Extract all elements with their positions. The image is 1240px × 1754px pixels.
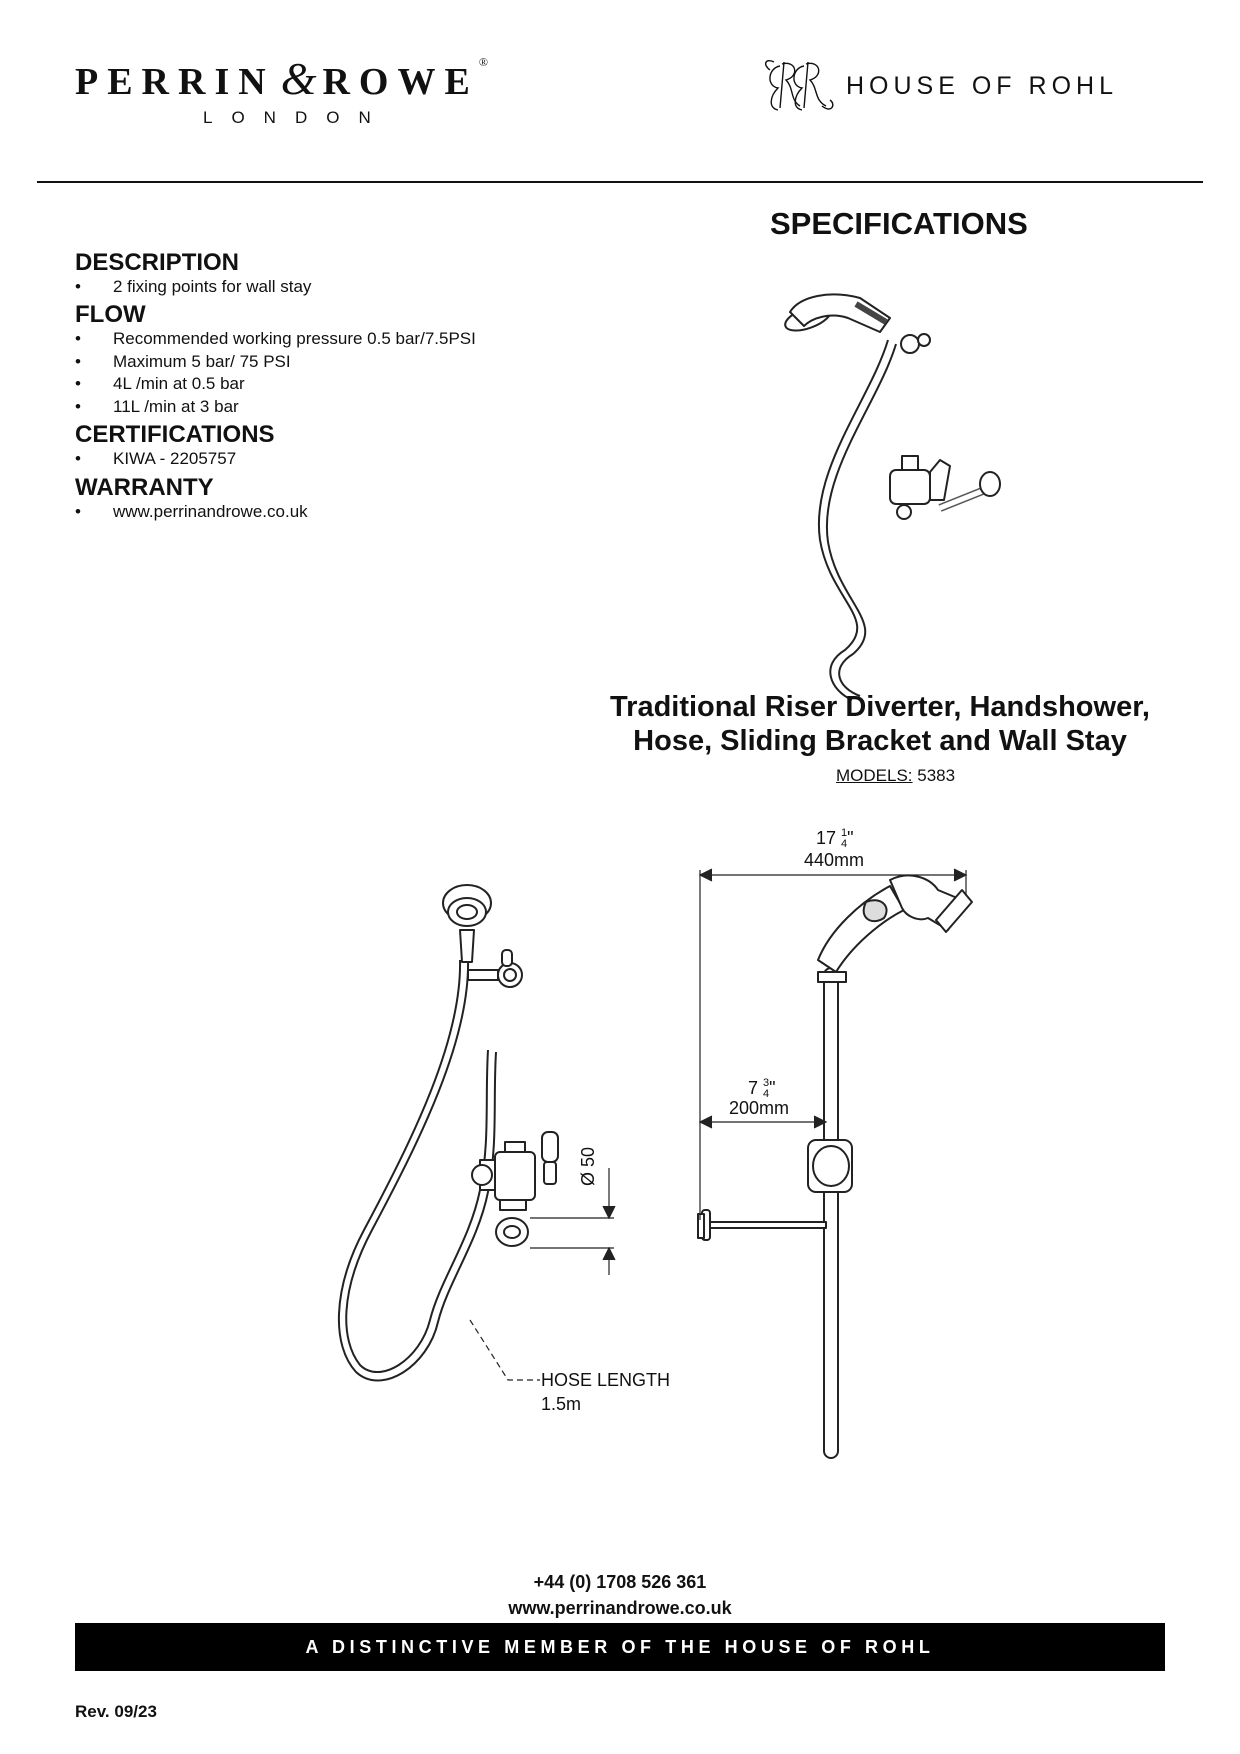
revision-label: Rev. 09/23 [75,1702,157,1721]
parent-brand: HOUSE OF ROHL [846,72,1118,100]
flow-list: Recommended working pressure 0.5 bar/7.5… [75,328,476,418]
width-inch-whole: 17 [816,828,837,848]
stay-inch-fraction: 3 4 [763,1078,769,1100]
models-line: MODELS: 5383 [836,766,955,786]
section-heading-flow: FLOW [75,301,146,328]
list-item: 11L /min at 3 bar [75,396,476,419]
warranty-list: www.perrinandrowe.co.uk [75,501,308,524]
stay-dimension-inches: 7 3 4 " [748,1078,776,1100]
contact-phone: +44 (0) 1708 526 361 [533,1572,707,1592]
width-dimension-inches: 17 1 4 " [816,828,854,850]
list-item: www.perrinandrowe.co.uk [75,501,308,524]
brand-name-rowe: ROWE [322,61,479,103]
rohl-monogram-icon [764,60,834,111]
hose-length-value: 1.5m [541,1394,582,1414]
product-title-line-1: Traditional Riser Diverter, Handshower, [610,691,1150,723]
section-heading-warranty: WARRANTY [75,474,214,501]
description-list: 2 fixing points for wall stay [75,276,311,299]
specifications-title: SPECIFICATIONS [770,206,1028,241]
list-item: 2 fixing points for wall stay [75,276,311,299]
registered-mark: ® [478,55,488,69]
section-heading-certifications: CERTIFICATIONS [75,421,275,448]
brand-name-perrin: PERRIN [75,61,275,103]
stay-inch-numerator: 3 [763,1077,770,1090]
width-inch-numerator: 1 [841,827,848,840]
stay-inch-whole: 7 [748,1078,759,1098]
models-label: MODELS: [836,766,913,785]
product-title: Traditional Riser Diverter, Handshower, … [560,690,1200,758]
list-item: Recommended working pressure 0.5 bar/7.5… [75,328,476,351]
width-inch-denominator: 4 [841,838,848,851]
section-heading-description: DESCRIPTION [75,249,240,276]
contact-website[interactable]: www.perrinandrowe.co.uk [508,1598,732,1618]
hose-length-label: HOSE LENGTH [541,1370,671,1390]
brand-logo-wordmark: PERRIN&ROWE® [75,52,488,105]
width-inch-fraction: 1 4 [841,828,847,850]
brand-ampersand: & [280,53,317,104]
width-dimension-mm: 440mm [804,850,865,870]
width-inch-mark: " [847,828,854,848]
list-item: 4L /min at 0.5 bar [75,373,476,396]
footer-tagline-bar: A DISTINCTIVE MEMBER OF THE HOUSE OF ROH… [75,1623,1165,1671]
diameter-dimension: Ø 50 [578,1146,598,1186]
stay-inch-denominator: 4 [763,1088,770,1101]
stay-dimension-mm: 200mm [729,1098,790,1118]
stay-inch-mark: " [769,1078,776,1098]
header-divider [37,181,1203,183]
models-value: 5383 [917,766,956,785]
product-title-line-2: Hose, Sliding Bracket and Wall Stay [633,725,1127,757]
list-item: KIWA - 2205757 [75,448,236,471]
brand-city: LONDON [203,108,390,127]
certifications-list: KIWA - 2205757 [75,448,236,471]
list-item: Maximum 5 bar/ 75 PSI [75,351,476,374]
